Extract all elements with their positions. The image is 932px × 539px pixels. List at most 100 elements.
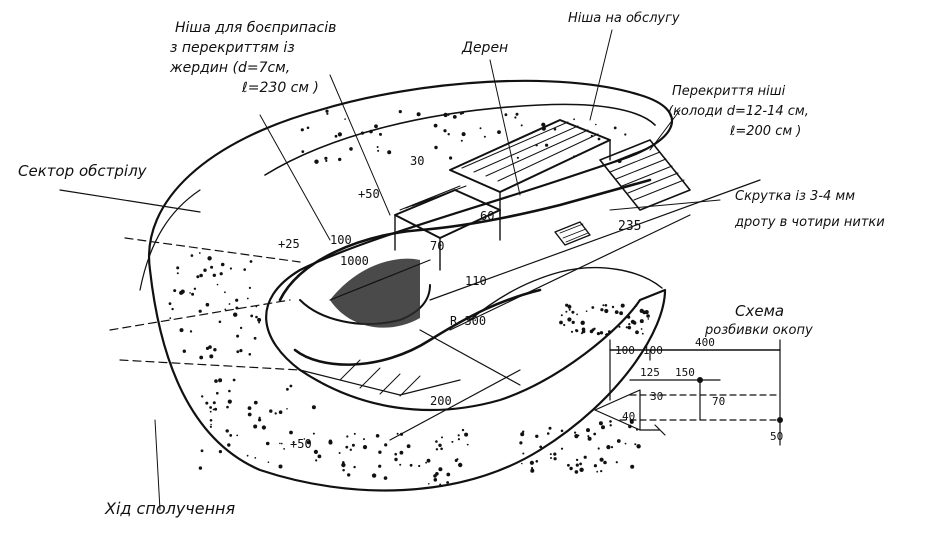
stipple-dot xyxy=(236,334,240,338)
stipple-dot xyxy=(435,440,438,443)
stipple-dot xyxy=(306,126,310,130)
stipple-dot xyxy=(580,320,585,325)
stipple-dot xyxy=(224,291,226,294)
stipple-dot xyxy=(634,443,637,446)
stipple-dot xyxy=(579,467,584,472)
stipple-dot xyxy=(216,391,219,395)
stipple-dot xyxy=(338,157,342,162)
stipple-dot xyxy=(179,328,184,333)
stipple-dot xyxy=(531,467,534,470)
stipple-dot xyxy=(560,314,563,317)
stipple-dot xyxy=(218,320,222,324)
stipple-dot xyxy=(581,329,586,334)
stipple-dot xyxy=(325,109,329,113)
fire-sector-label: Сектор обстрілу xyxy=(18,162,148,180)
stipple-dot xyxy=(576,313,578,316)
stipple-dot xyxy=(597,137,601,141)
scheme-dim-125: 125 xyxy=(640,366,660,379)
stipple-dot xyxy=(258,416,261,419)
stipple-dot xyxy=(553,128,557,131)
stipple-dot xyxy=(314,159,319,164)
stipple-dot xyxy=(353,465,356,469)
stipple-dot xyxy=(618,325,621,328)
stipple-dot xyxy=(398,110,402,114)
stipple-dot xyxy=(611,305,615,309)
stipple-dot xyxy=(639,319,644,324)
stipple-dot xyxy=(583,455,587,459)
stipple-dot xyxy=(189,292,191,294)
stipple-dot xyxy=(210,423,212,426)
stipple-dot xyxy=(646,314,650,318)
stipple-dot xyxy=(593,464,598,468)
stipple-dot xyxy=(461,132,466,137)
stipple-dot xyxy=(574,431,577,434)
stipple-dot xyxy=(289,384,293,388)
passage-label: Хід сполучення xyxy=(104,499,236,518)
stipple-dot xyxy=(208,345,212,349)
ammo-niche-label-2: з перекриттям із xyxy=(170,40,295,56)
stipple-dot xyxy=(504,113,508,117)
stipple-dot xyxy=(569,466,573,471)
stipple-dot xyxy=(189,330,193,333)
stipple-dot xyxy=(600,470,603,473)
stipple-dot xyxy=(449,156,453,160)
stipple-dot xyxy=(441,436,443,439)
stipple-dot xyxy=(193,287,197,290)
stipple-dot xyxy=(258,321,261,324)
stipple-dot xyxy=(597,447,600,450)
stipple-dot xyxy=(324,156,328,160)
stipple-dot xyxy=(640,328,643,330)
stipple-dot xyxy=(169,317,172,320)
stipple-dot xyxy=(571,320,575,324)
stipple-dot xyxy=(216,283,219,286)
stipple-dot xyxy=(226,405,229,409)
service-niche xyxy=(449,119,611,216)
stipple-dot xyxy=(247,406,252,410)
stipple-dot xyxy=(377,149,380,152)
stipple-dot xyxy=(515,112,519,116)
stipple-dot xyxy=(434,145,438,150)
stipple-dot xyxy=(466,443,469,446)
stipple-dot xyxy=(286,387,289,391)
stipple-dot xyxy=(325,159,328,162)
stipple-dot xyxy=(199,273,203,278)
stipple-dot xyxy=(591,306,595,309)
scheme-dim-40: 40 xyxy=(622,410,635,423)
stipple-dot xyxy=(283,448,285,450)
stipple-dot xyxy=(535,434,539,438)
stipple-dot xyxy=(452,115,457,119)
niche-cover-label-3: ℓ=200 см ) xyxy=(729,124,801,139)
stipple-dot xyxy=(521,462,523,465)
stipple-dot xyxy=(246,454,249,457)
stipple-dot xyxy=(438,467,443,472)
stipple-dot xyxy=(205,346,210,350)
stipple-dot xyxy=(625,326,628,329)
stipple-dot xyxy=(639,308,644,313)
stipple-dot xyxy=(239,349,243,353)
stipple-dot xyxy=(559,320,563,325)
stipple-dot xyxy=(313,449,318,454)
stipple-dot xyxy=(545,143,549,147)
stipple-dot xyxy=(236,350,240,354)
stipple-dot xyxy=(198,252,201,254)
stipple-dot xyxy=(574,434,579,439)
stipple-dot xyxy=(443,112,448,118)
stipple-dot xyxy=(286,408,288,410)
stipple-dot xyxy=(363,438,365,441)
stipple-dot xyxy=(479,127,482,130)
stipple-dot xyxy=(595,123,597,126)
stipple-dot xyxy=(341,462,346,468)
stipple-dot xyxy=(375,434,380,438)
stipple-dot xyxy=(461,428,465,432)
stipple-dot xyxy=(560,447,564,450)
stipple-dot xyxy=(585,310,588,313)
stipple-dot xyxy=(198,466,203,470)
stipple-dot xyxy=(464,432,469,437)
dim-50: +50 xyxy=(358,187,380,201)
stipple-dot xyxy=(349,147,353,151)
stipple-dot xyxy=(614,310,619,314)
stipple-dot xyxy=(278,464,283,469)
stipple-dot xyxy=(577,434,580,437)
stipple-dot xyxy=(459,112,463,115)
stipple-dot xyxy=(279,442,281,445)
